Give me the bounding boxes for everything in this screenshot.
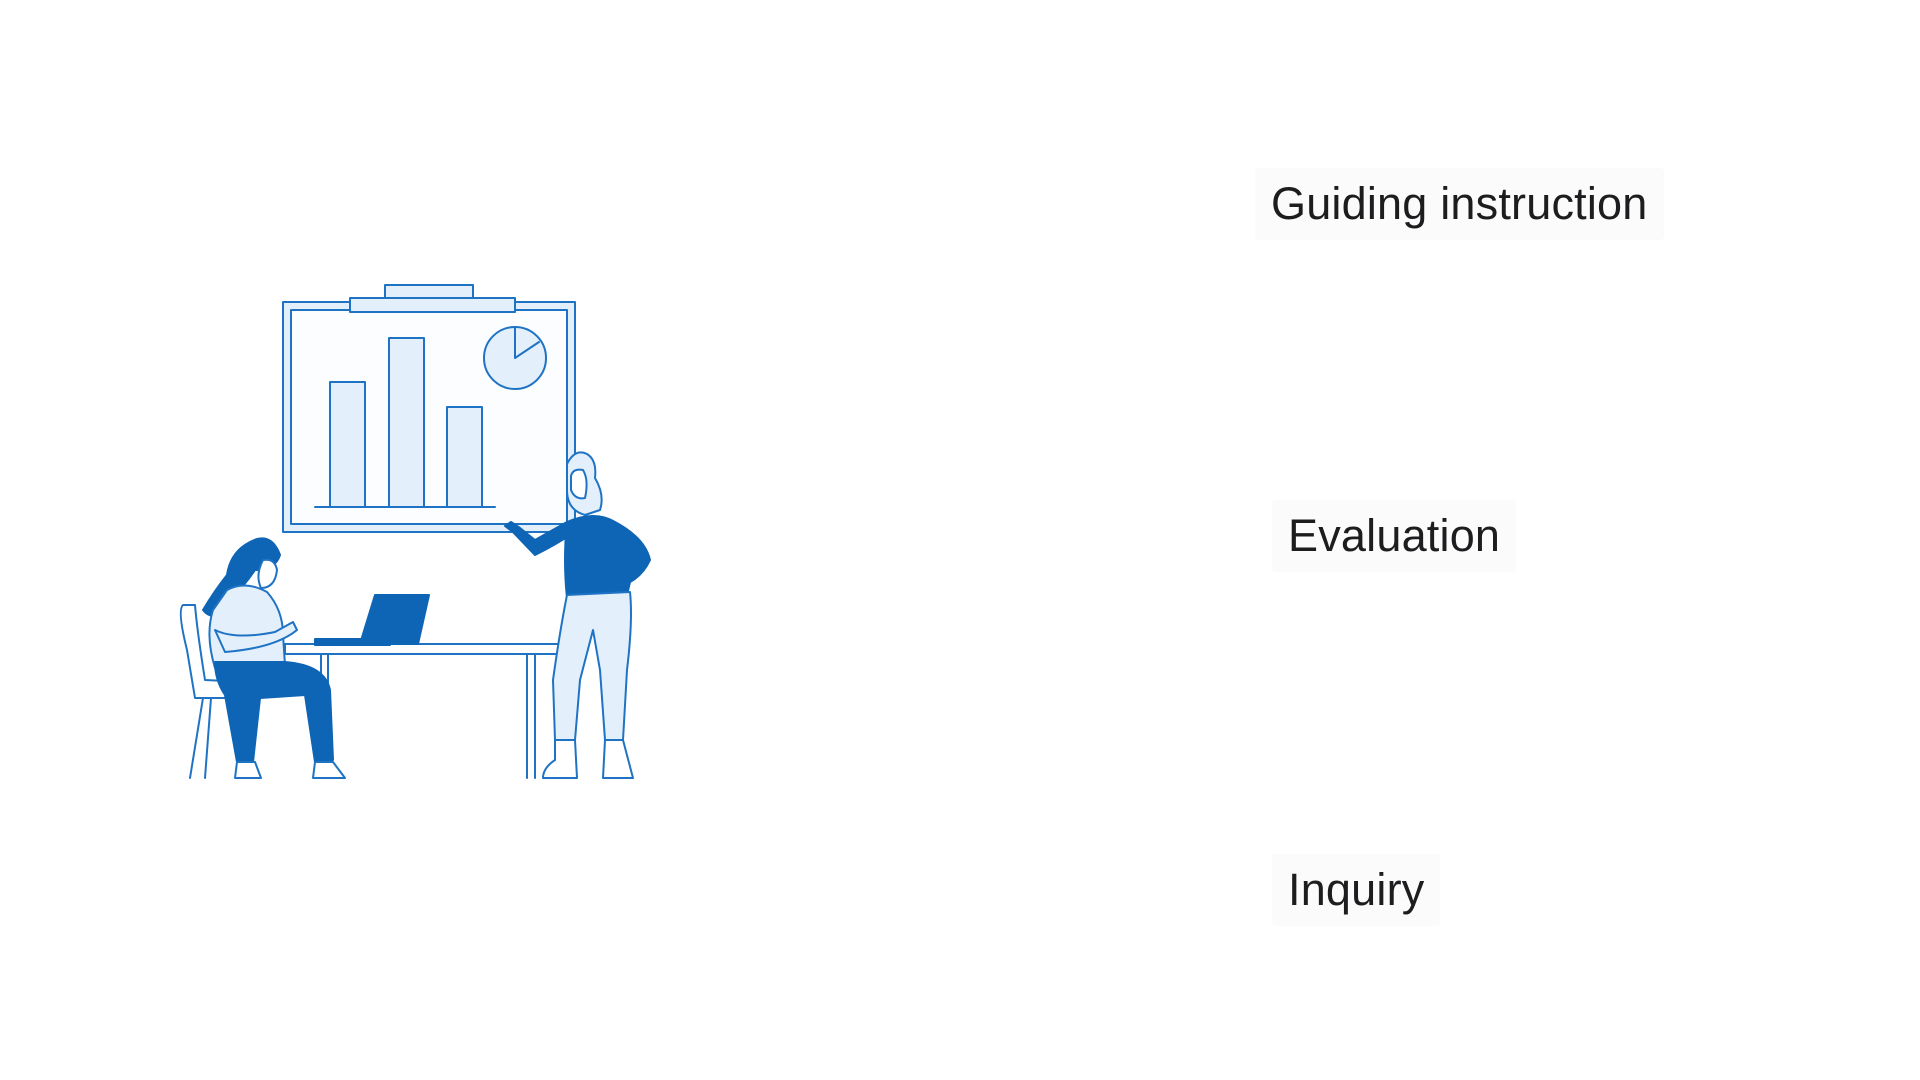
meeting-presentation-illustration bbox=[179, 284, 651, 779]
option-guiding-instruction[interactable]: Guiding instruction bbox=[1255, 168, 1664, 240]
board-bar-2 bbox=[388, 337, 425, 508]
presentation-board bbox=[282, 284, 576, 533]
option-inquiry[interactable]: Inquiry bbox=[1272, 854, 1441, 926]
board-bar-1 bbox=[329, 381, 366, 508]
standing-woman bbox=[504, 451, 651, 779]
seated-woman bbox=[179, 537, 346, 779]
laptop-icon bbox=[314, 594, 430, 646]
option-evaluation[interactable]: Evaluation bbox=[1272, 500, 1517, 572]
board-bar-3 bbox=[446, 406, 483, 508]
